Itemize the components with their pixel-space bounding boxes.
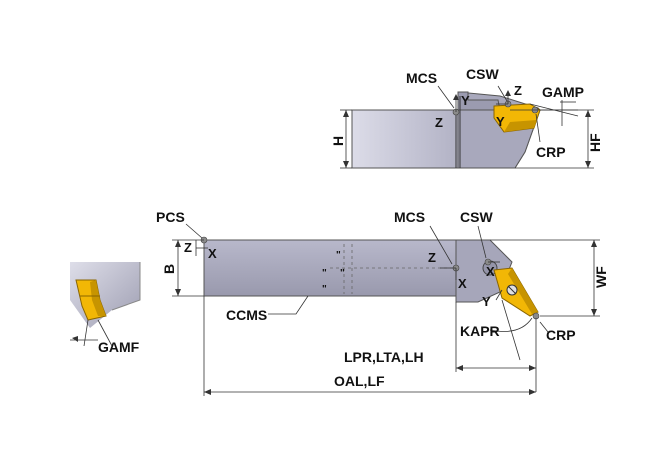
crp-label: CRP bbox=[546, 327, 576, 343]
kapr-label: KAPR bbox=[460, 323, 500, 339]
x-axis-label-2: X bbox=[458, 276, 467, 291]
gamp-label: GAMP bbox=[542, 84, 584, 100]
top-view: MCS CSW GAMP CRP H HF Y Y Z Z bbox=[330, 66, 603, 169]
z-axis-label-1: Z bbox=[184, 240, 192, 255]
y-axis-label: Y bbox=[482, 294, 491, 309]
oal-lf-label: OAL,LF bbox=[334, 373, 385, 389]
z-axis-label-2: Z bbox=[428, 250, 436, 265]
x-axis-label-1: X bbox=[208, 246, 217, 261]
b-label: B bbox=[161, 264, 177, 274]
svg-text:": " bbox=[336, 250, 341, 261]
mcs-label: MCS bbox=[394, 209, 425, 225]
y-axis-label-top-2: Y bbox=[496, 114, 505, 129]
top-view-insert-edge bbox=[504, 120, 537, 132]
csw-label: CSW bbox=[460, 209, 493, 225]
ccms-label: CCMS bbox=[226, 307, 267, 323]
lpr-lta-lh-label: LPR,LTA,LH bbox=[344, 349, 424, 365]
main-view: " " " " bbox=[156, 209, 609, 396]
crp-label-top: CRP bbox=[536, 144, 566, 160]
gamf-label: GAMF bbox=[98, 339, 140, 355]
h-label: H bbox=[330, 136, 346, 146]
csw-label-top: CSW bbox=[466, 66, 499, 82]
x-axis-label-3: X bbox=[486, 264, 495, 279]
pcs-label: PCS bbox=[156, 209, 185, 225]
svg-text:": " bbox=[340, 268, 345, 279]
svg-text:": " bbox=[322, 268, 327, 279]
svg-text:": " bbox=[322, 284, 327, 295]
mcs-label-top: MCS bbox=[406, 70, 437, 86]
wf-label: WF bbox=[593, 266, 609, 288]
y-axis-label-top-1: Y bbox=[461, 93, 470, 108]
hf-label: HF bbox=[587, 133, 603, 152]
side-view: GAMF bbox=[70, 262, 141, 355]
z-axis-label-top-1: Z bbox=[435, 115, 443, 130]
z-axis-label-top-2: Z bbox=[514, 83, 522, 98]
